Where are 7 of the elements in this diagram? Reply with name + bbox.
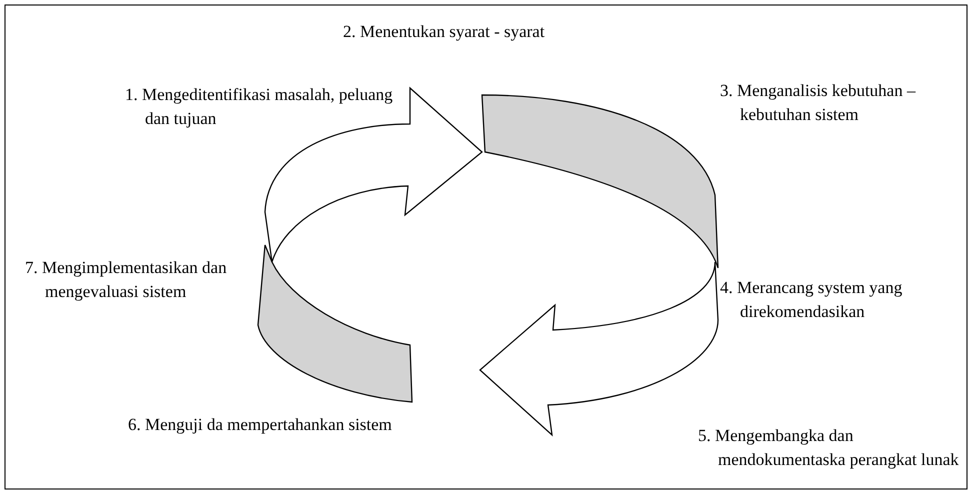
step-label: 4. Merancang system yang direkomendasikan [720, 277, 904, 323]
step-label: 1. Mengeditentifikasi masalah, peluang dan tujuan [125, 84, 394, 130]
step-label: 6. Menguji da mempertahankan sistem [128, 414, 393, 436]
step-label: 3. Menganalisis kebutuhan – kebutuhan sistem [720, 80, 917, 126]
step-label: 7. Mengimplementasikan dan mengevaluasi sistem [25, 257, 228, 303]
step-label: 2. Menentukan syarat - syarat [343, 21, 546, 43]
step-label: 5. Mengembangka dan mendokumentaska perangkat lunak [698, 425, 960, 471]
